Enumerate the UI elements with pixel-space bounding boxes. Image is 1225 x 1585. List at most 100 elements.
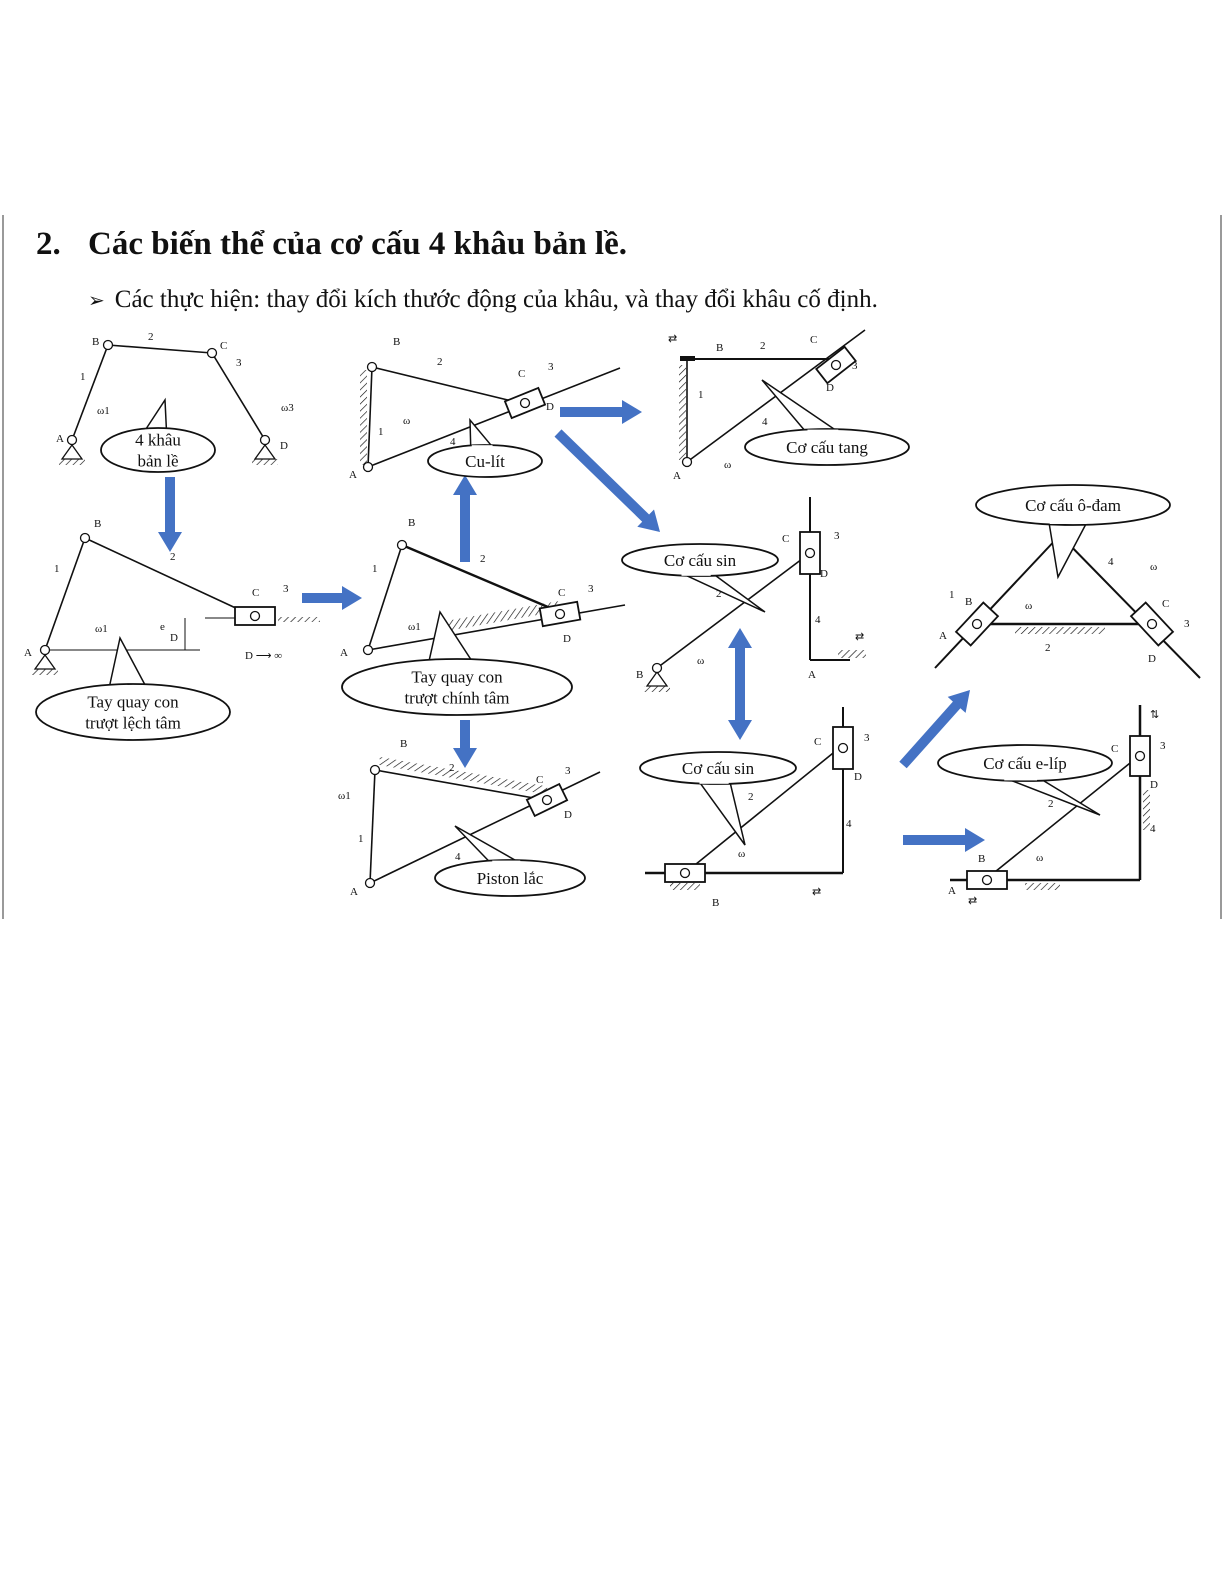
point-label: D [280, 440, 288, 452]
callout-gap [807, 429, 839, 436]
section-title: Các biến thể của cơ cấu 4 khâu bản lề. [88, 226, 627, 262]
section-number: 2. [36, 226, 61, 262]
point-label: 4 [815, 614, 821, 626]
ground-hatch [670, 883, 700, 890]
point-label: ω1 [95, 623, 108, 635]
point-label: D [826, 382, 834, 394]
callout-pointer [697, 780, 746, 846]
arrow-bullet-icon: ➢ [88, 290, 105, 312]
link-bar [367, 604, 626, 651]
callout-sin-2: Cơ cấu sin [639, 751, 797, 846]
point-label: C [220, 340, 227, 352]
point-label: 1 [698, 389, 704, 401]
callout-bubble [434, 859, 586, 897]
callout-label: trượt chính tâm [404, 689, 509, 708]
pin-support-icon [253, 443, 277, 460]
section-heading: 2. Các biến thể của cơ cấu 4 khâu bản lề. [36, 226, 627, 263]
subheading-text: Các thực hiện: thay đổi kích thước động … [114, 286, 878, 313]
point-label: ⇄ [968, 895, 977, 907]
joint-circle [519, 397, 531, 409]
point-label: A [673, 470, 681, 482]
callout-bubble [744, 428, 910, 466]
transformation-arrows [158, 400, 985, 852]
pin-support-icon [33, 653, 57, 670]
point-label: C [252, 587, 259, 599]
point-label: B [712, 897, 719, 909]
callout-gap [109, 686, 147, 693]
point-label: 3 [864, 732, 870, 744]
joint-circle [679, 867, 691, 879]
point-label: A [939, 630, 947, 642]
point-label: D [563, 633, 571, 645]
joint-circle [369, 764, 381, 776]
link-bar [1059, 534, 1201, 679]
joint-circle [249, 610, 261, 622]
point-label: 2 [170, 551, 176, 563]
ground-hatch [1143, 790, 1150, 830]
pin-support-icon [645, 670, 669, 687]
ground-hatch [59, 459, 85, 465]
point-label: 1 [378, 426, 384, 438]
callout-bubble [100, 427, 216, 473]
point-label: ω1 [408, 621, 421, 633]
blue-arrow-icon [453, 475, 477, 562]
callout-gap [492, 860, 521, 867]
link-bar [367, 544, 403, 651]
point-label: 1 [80, 371, 86, 383]
point-label: 3 [236, 357, 242, 369]
point-label: C [782, 533, 789, 545]
point-label: B [94, 518, 101, 530]
point-label: 1 [372, 563, 378, 575]
point-label: 4 [762, 416, 768, 428]
ground-hatch [278, 617, 320, 622]
blue-arrow-icon [158, 477, 182, 552]
point-label: B [716, 342, 723, 354]
callout-bubble [975, 484, 1171, 526]
link-bar [684, 744, 844, 874]
point-label: A [808, 669, 816, 681]
blue-arrow-icon [899, 690, 970, 769]
joint-circle [364, 877, 376, 889]
callout-label: Piston lắc [477, 869, 544, 888]
point-label: 3 [852, 360, 858, 372]
callout-label: Cơ cấu ô-đam [1025, 496, 1121, 515]
joint-circle [681, 456, 693, 468]
blue-arrow-icon [903, 828, 985, 852]
callout-label: Cơ cấu sin [664, 551, 737, 570]
point-label: D ⟶ ∞ [245, 650, 282, 662]
callout-gap [1049, 518, 1087, 524]
callout-e-lip: Cơ cấu e-líp [937, 744, 1113, 816]
joint-circle [1146, 618, 1158, 630]
right-page-border [1220, 215, 1222, 919]
point-label: 2 [1048, 798, 1054, 810]
callout-label: Tay quay con [87, 693, 179, 712]
callout-label: Cơ cấu sin [682, 759, 755, 778]
point-label: A [948, 885, 956, 897]
joint-circle [1134, 750, 1146, 762]
point-label: 3 [548, 361, 554, 373]
joint-circle [79, 532, 91, 544]
callout-label: Cơ cấu e-líp [983, 754, 1067, 773]
link-bar [367, 366, 373, 468]
point-label: ω [403, 415, 410, 427]
joint-circle [102, 339, 114, 351]
callout-pointer [454, 825, 525, 865]
point-label: 2 [748, 791, 754, 803]
point-label: 2 [437, 356, 443, 368]
callout-piston-lac: Piston lắc [434, 825, 586, 897]
callout-o-dam: Cơ cấu ô-đam [975, 484, 1171, 580]
point-label: ω [724, 459, 731, 471]
callout-label: bản lề [137, 452, 178, 471]
callout-bubble [35, 683, 231, 741]
joint-circle [396, 539, 408, 551]
callout-label: trượt lệch tâm [85, 714, 181, 733]
point-label: D [1150, 779, 1158, 791]
point-label: 2 [1045, 642, 1051, 654]
joint-circle [259, 434, 271, 446]
point-label: D [546, 401, 554, 413]
